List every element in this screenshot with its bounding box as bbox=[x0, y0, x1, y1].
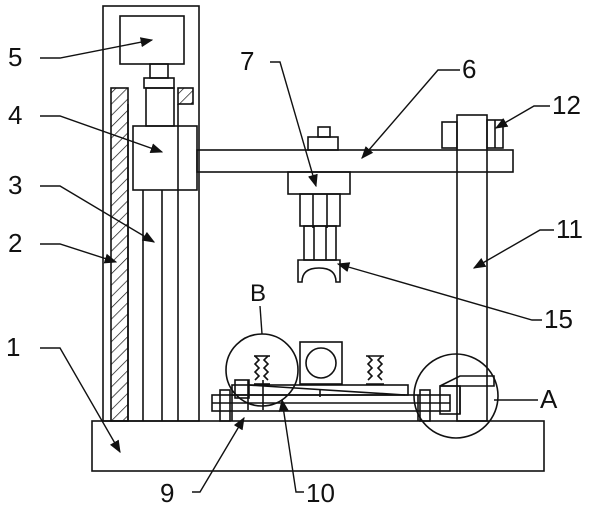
cylinder-body bbox=[287, 171, 351, 195]
leader-5 bbox=[40, 37, 154, 59]
column-hatch-top bbox=[177, 87, 194, 105]
workpiece-pipe bbox=[305, 347, 337, 379]
press-head bbox=[297, 259, 341, 283]
leader-3 bbox=[40, 185, 156, 243]
leader-b bbox=[259, 305, 263, 335]
left-jaw bbox=[234, 379, 250, 399]
slider-block bbox=[132, 125, 198, 191]
callout-5: 5 bbox=[8, 42, 23, 72]
detail-circle-a bbox=[413, 353, 499, 439]
callout-7: 7 bbox=[240, 46, 255, 76]
leader-10 bbox=[278, 398, 304, 493]
callout-2: 2 bbox=[8, 228, 23, 258]
leader-4 bbox=[40, 115, 164, 153]
top-clamp bbox=[441, 121, 458, 149]
callout-6: 6 bbox=[462, 54, 477, 84]
leader-2 bbox=[40, 243, 118, 264]
callout-1: 1 bbox=[6, 332, 21, 362]
column-outer bbox=[102, 5, 200, 422]
base-plate bbox=[91, 420, 545, 472]
callout-a: A bbox=[540, 384, 558, 414]
cross-beam bbox=[196, 149, 514, 173]
callout-10: 10 bbox=[306, 478, 335, 508]
workpiece-box bbox=[299, 341, 343, 385]
right-column bbox=[456, 114, 488, 422]
leader-7 bbox=[270, 61, 318, 188]
leader-12 bbox=[494, 105, 550, 129]
column-hatch bbox=[110, 87, 129, 422]
callout-b: B bbox=[250, 280, 267, 307]
callout-12: 12 bbox=[552, 90, 581, 120]
leader-11 bbox=[472, 229, 554, 269]
callout-4: 4 bbox=[8, 100, 23, 130]
callout-3: 3 bbox=[8, 170, 23, 200]
callout-11: 11 bbox=[556, 214, 583, 244]
callout-9: 9 bbox=[160, 478, 175, 508]
callout-15: 15 bbox=[544, 304, 573, 334]
leader-6 bbox=[361, 69, 460, 159]
leader-1 bbox=[40, 347, 121, 454]
leader-9 bbox=[192, 416, 245, 493]
leader-15 bbox=[336, 262, 542, 321]
